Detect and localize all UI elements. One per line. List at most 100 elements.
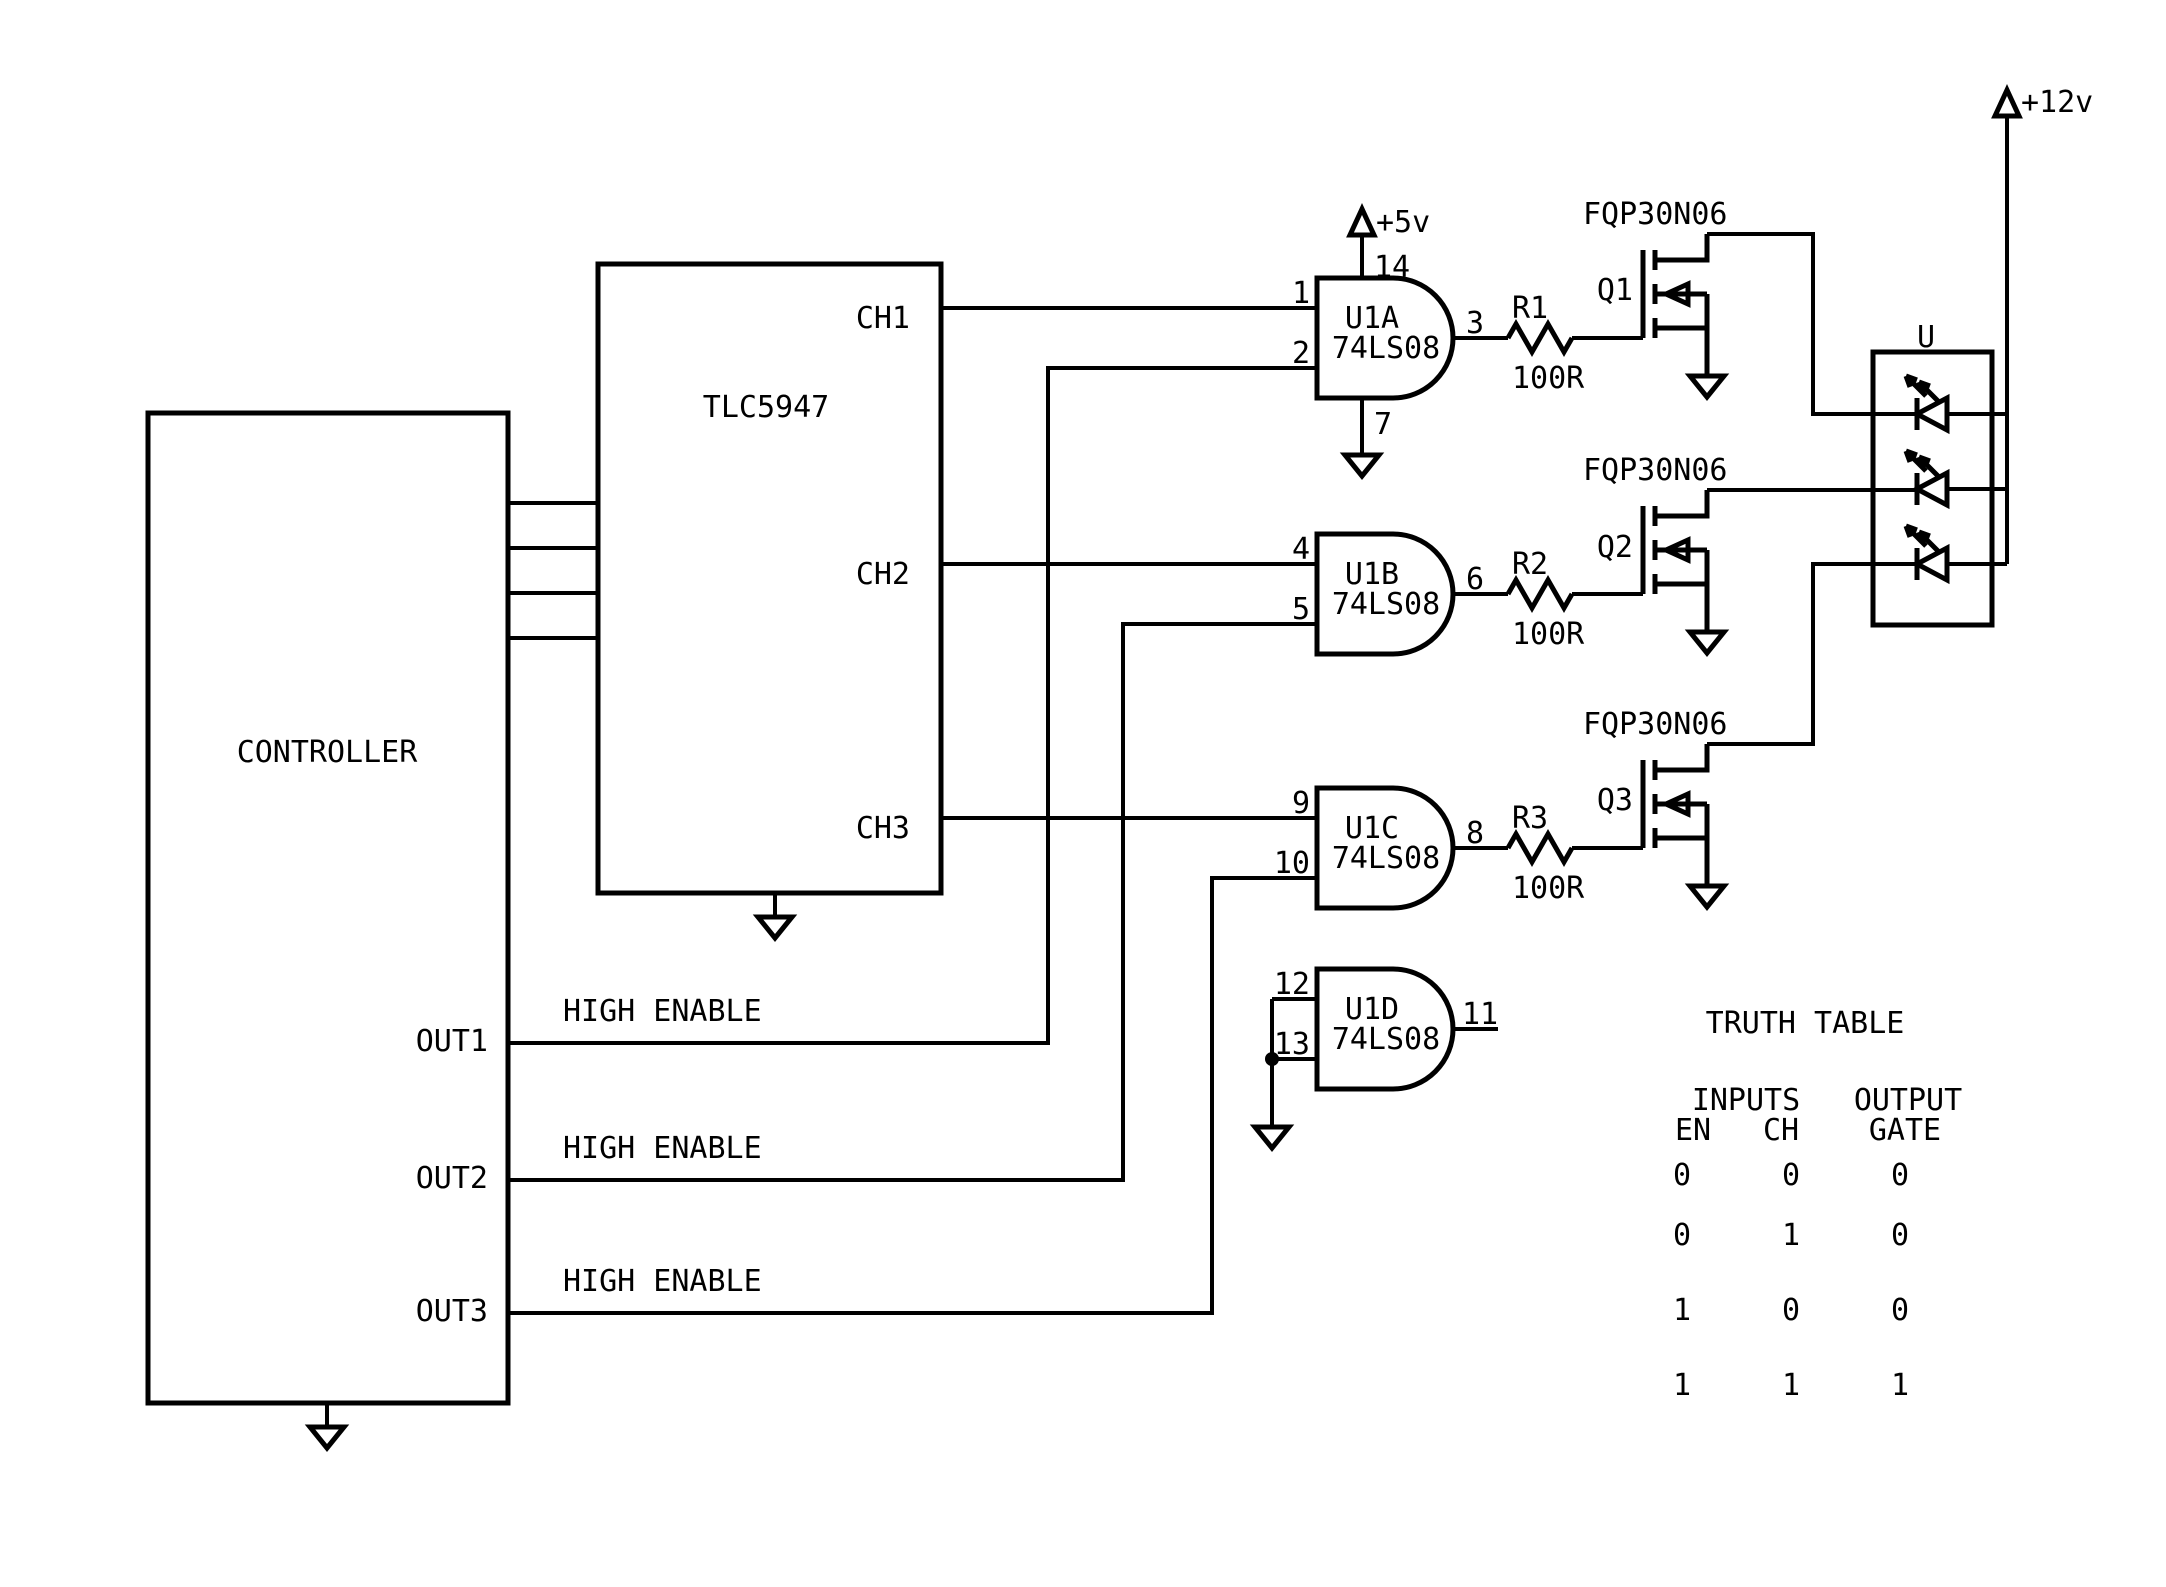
resistor-icon — [1508, 834, 1572, 862]
cell-ch: 0 — [1782, 1158, 1800, 1193]
controller-body — [145, 410, 511, 1406]
led-block: U — [1870, 320, 1995, 628]
pin-number-7: 7 — [1374, 407, 1392, 442]
mosfet-ref: Q1 — [1597, 273, 1633, 308]
led-icon — [1906, 451, 1947, 505]
gate-part: 74LS08 — [1332, 1022, 1440, 1057]
resistor-value: 100R — [1512, 871, 1585, 906]
net-label-high-enable-1: HIGH ENABLE — [563, 994, 762, 1029]
pin-number-14: 14 — [1374, 250, 1410, 285]
power-5v-icon — [1350, 209, 1374, 235]
resistor-icon — [1508, 580, 1572, 608]
gate-part: 74LS08 — [1332, 587, 1440, 622]
supply-12v: +12v — [1995, 85, 2093, 120]
net-out2-high-enable — [508, 622, 1317, 1182]
controller-pin-out2: OUT2 — [416, 1161, 488, 1196]
led-driver-pin-ch1: CH1 — [856, 301, 910, 336]
gate-u1a: U1A 74LS08 1 2 3 +5v 14 7 — [1292, 205, 1484, 476]
nmos-icon — [1643, 234, 1707, 376]
resistor-r3: R3 100R — [1508, 801, 1585, 906]
mosfet-part: FQP30N06 — [1583, 197, 1728, 232]
led-cathode-wires — [1873, 412, 1917, 566]
resistor-ref: R1 — [1512, 291, 1548, 326]
u1d-input-wires — [1270, 997, 1498, 1127]
resistor-ref: R3 — [1512, 801, 1548, 836]
and-gate-body — [1314, 966, 1456, 1092]
and-gate-body — [1314, 275, 1456, 401]
pin-number-1: 1 — [1292, 276, 1310, 311]
pin-number-12: 12 — [1274, 967, 1310, 1002]
mosfet-part: FQP30N06 — [1583, 453, 1728, 488]
nmos-icon — [1643, 744, 1707, 886]
net-q1-drain-to-led1 — [1707, 232, 1917, 416]
ground-icon — [310, 1427, 344, 1448]
net-12v-rail — [1947, 116, 2009, 566]
resistor-icon — [1508, 324, 1572, 352]
net-label-high-enable-3: HIGH ENABLE — [563, 1264, 762, 1299]
cell-gate: 1 — [1891, 1368, 1909, 1403]
resistor-r1: R1 100R — [1508, 291, 1585, 396]
power-12v-label: +12v — [2021, 85, 2093, 120]
and-gate-body — [1314, 531, 1456, 657]
cell-en: 1 — [1673, 1368, 1691, 1403]
truth-table-row-4: 1 1 1 — [1673, 1368, 1909, 1403]
mosfet-part: FQP30N06 — [1583, 707, 1728, 742]
gate-u1b: U1B 74LS08 4 5 6 — [1292, 531, 1484, 657]
cell-en: 1 — [1673, 1293, 1691, 1328]
truth-table-row-1: 0 0 0 — [1673, 1158, 1909, 1193]
power-12v-icon — [1995, 90, 2019, 116]
pin-number-2: 2 — [1292, 336, 1310, 371]
truth-table-col-gate: GATE — [1869, 1113, 1941, 1148]
cell-gate: 0 — [1891, 1218, 1909, 1253]
truth-table-col-en: EN — [1675, 1113, 1711, 1148]
mosfet-q1: Q1 FQP30N06 — [1583, 197, 1728, 397]
gate-name: U1D — [1345, 992, 1399, 1027]
ground-icon — [1690, 376, 1724, 397]
pin-number-6: 6 — [1466, 562, 1484, 597]
mosfet-ref: Q3 — [1597, 783, 1633, 818]
led-driver-block: TLC5947 CH1 CH2 CH3 — [595, 261, 944, 938]
led-driver-body — [595, 261, 944, 896]
ground-icon — [1690, 632, 1724, 653]
controller-pin-out1: OUT1 — [416, 1024, 488, 1059]
controller-label: CONTROLLER — [237, 735, 419, 770]
led-icon — [1906, 376, 1947, 430]
net-out3-high-enable — [508, 876, 1317, 1315]
ground-icon — [758, 917, 792, 938]
resistor-ref: R2 — [1512, 547, 1548, 582]
cell-ch: 1 — [1782, 1368, 1800, 1403]
cell-ch: 1 — [1782, 1218, 1800, 1253]
truth-table-output-header: OUTPUT — [1854, 1083, 1962, 1118]
truth-table-inputs-header: INPUTS — [1692, 1083, 1800, 1118]
pin-number-9: 9 — [1292, 786, 1310, 821]
mosfet-q3: Q3 FQP30N06 — [1583, 707, 1728, 907]
net-q3-drain-to-led3 — [1707, 562, 1917, 746]
controller-block: CONTROLLER OUT1 OUT2 OUT3 — [145, 410, 511, 1448]
resistor-r2: R2 100R — [1508, 547, 1585, 652]
mosfet-ref: Q2 — [1597, 530, 1633, 565]
resistor-value: 100R — [1512, 617, 1585, 652]
pin-number-8: 8 — [1466, 816, 1484, 851]
nmos-icon — [1643, 490, 1707, 632]
truth-table-row-3: 1 0 0 — [1673, 1293, 1909, 1328]
cell-en: 0 — [1673, 1218, 1691, 1253]
pin-number-3: 3 — [1466, 306, 1484, 341]
ground-icon — [1690, 886, 1724, 907]
led-block-label: U — [1917, 320, 1935, 355]
truth-table-col-ch: CH — [1763, 1113, 1799, 1148]
truth-table: TRUTH TABLE INPUTS OUTPUT EN CH GATE 0 0… — [1673, 1006, 1962, 1403]
cell-gate: 0 — [1891, 1293, 1909, 1328]
led-driver-pin-ch3: CH3 — [856, 811, 910, 846]
led-driver-label: TLC5947 — [703, 390, 829, 425]
pin-number-13: 13 — [1274, 1027, 1310, 1062]
ground-icon — [1345, 455, 1379, 476]
led-icon — [1906, 526, 1947, 580]
led-driver-pin-ch2: CH2 — [856, 557, 910, 592]
truth-table-row-2: 0 1 0 — [1673, 1218, 1909, 1253]
cell-gate: 0 — [1891, 1158, 1909, 1193]
gate-name: U1A — [1345, 301, 1399, 336]
gate-u1c: U1C 74LS08 9 10 8 — [1274, 785, 1484, 911]
pin-number-5: 5 — [1292, 592, 1310, 627]
mosfet-q2: Q2 FQP30N06 — [1583, 453, 1728, 653]
